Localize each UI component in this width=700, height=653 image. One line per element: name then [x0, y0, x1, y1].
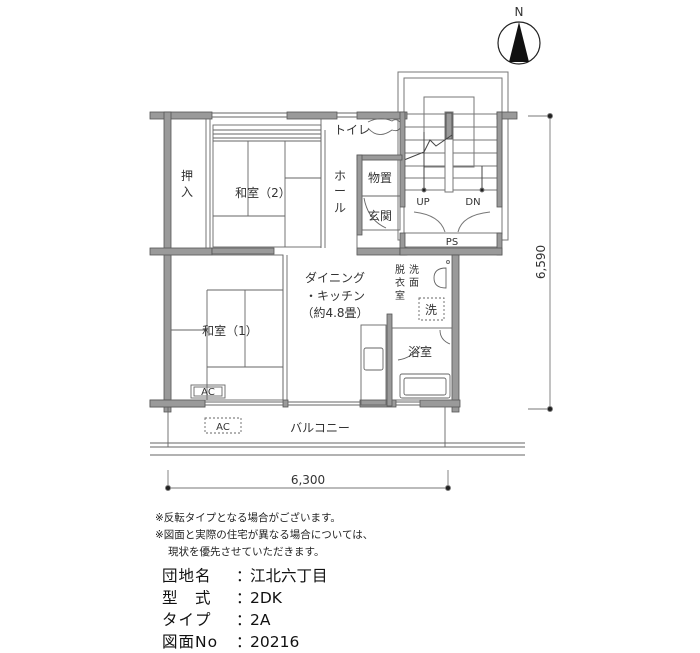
- floor-plan: N UP DN PS: [149, 5, 553, 491]
- info-key: 団地名: [162, 567, 212, 585]
- toilet-label: トイレ: [334, 123, 370, 137]
- hall-label-2: ー: [334, 184, 346, 198]
- dining-kitchen-label-2: ・キッチン: [305, 289, 365, 303]
- ac-outdoor-label: AC: [216, 422, 230, 433]
- notes: ※反転タイプとなる場合がございます。 ※図面と実際の住宅が異なる場合については、…: [155, 510, 373, 561]
- info-value: 2DK: [250, 589, 282, 607]
- info-row-type: 型 式：2DK: [162, 589, 282, 607]
- ac-indoor-label: AC: [201, 387, 215, 398]
- info-key: タイプ: [162, 611, 212, 629]
- storage-label: 物置: [368, 171, 392, 185]
- ps-label: PS: [446, 237, 458, 248]
- info-row-drawing-no: 図面No：20216: [162, 633, 300, 651]
- note-3: 現状を優先させていただきます。: [168, 546, 325, 558]
- washroom-label-1: 洗: [409, 264, 419, 276]
- room-lines: [150, 112, 525, 456]
- note-2: ※図面と実際の住宅が異なる場合については、: [155, 529, 374, 541]
- oshiire-label-2: 入: [181, 185, 193, 199]
- dressing-label-2: 衣: [395, 276, 405, 289]
- info-value: 20216: [250, 633, 300, 651]
- washroom-label-2: 面: [409, 278, 419, 289]
- washitsu1-label: 和室（1）: [202, 323, 258, 338]
- entrance-label: 玄関: [368, 208, 392, 223]
- stairs-up-label: UP: [416, 197, 429, 208]
- note-1: ※反転タイプとなる場合がございます。: [155, 512, 341, 524]
- width-dimension: 6,300: [291, 473, 325, 487]
- info-value: 江北六丁目: [250, 567, 328, 585]
- dining-kitchen-label-1: ダイニング: [305, 270, 365, 285]
- hall-label-1: ホ: [334, 169, 346, 183]
- walls: [149, 111, 518, 413]
- info-key: 図面No: [162, 633, 219, 651]
- washer-label: 洗: [425, 303, 437, 317]
- balcony-label: バルコニー: [290, 421, 350, 435]
- stairs-down-label: DN: [465, 197, 480, 208]
- info-row-complex: 団地名：江北六丁目: [162, 567, 328, 585]
- stairwell: [397, 71, 509, 241]
- north-arrow-icon: N: [497, 5, 541, 65]
- hall-label-3: ル: [334, 201, 346, 215]
- svg-text:N: N: [515, 5, 524, 19]
- dressing-label-1: 脱: [395, 263, 405, 276]
- dining-kitchen-size: （約4.8畳）: [301, 305, 368, 320]
- oshiire-label-1: 押: [181, 169, 193, 183]
- info-key: 型 式: [162, 589, 212, 607]
- dressing-label-3: 室: [395, 289, 405, 302]
- info-row-subtype: タイプ：2A: [162, 611, 271, 629]
- depth-dimension: 6,590: [534, 245, 548, 279]
- bathroom-label: 浴室: [408, 344, 432, 359]
- property-info: 団地名：江北六丁目 型 式：2DK タイプ：2A 図面No：20216: [162, 565, 328, 653]
- info-value: 2A: [250, 611, 271, 629]
- washitsu2-label: 和室（2）: [235, 185, 291, 200]
- dimension-lines: [165, 113, 553, 491]
